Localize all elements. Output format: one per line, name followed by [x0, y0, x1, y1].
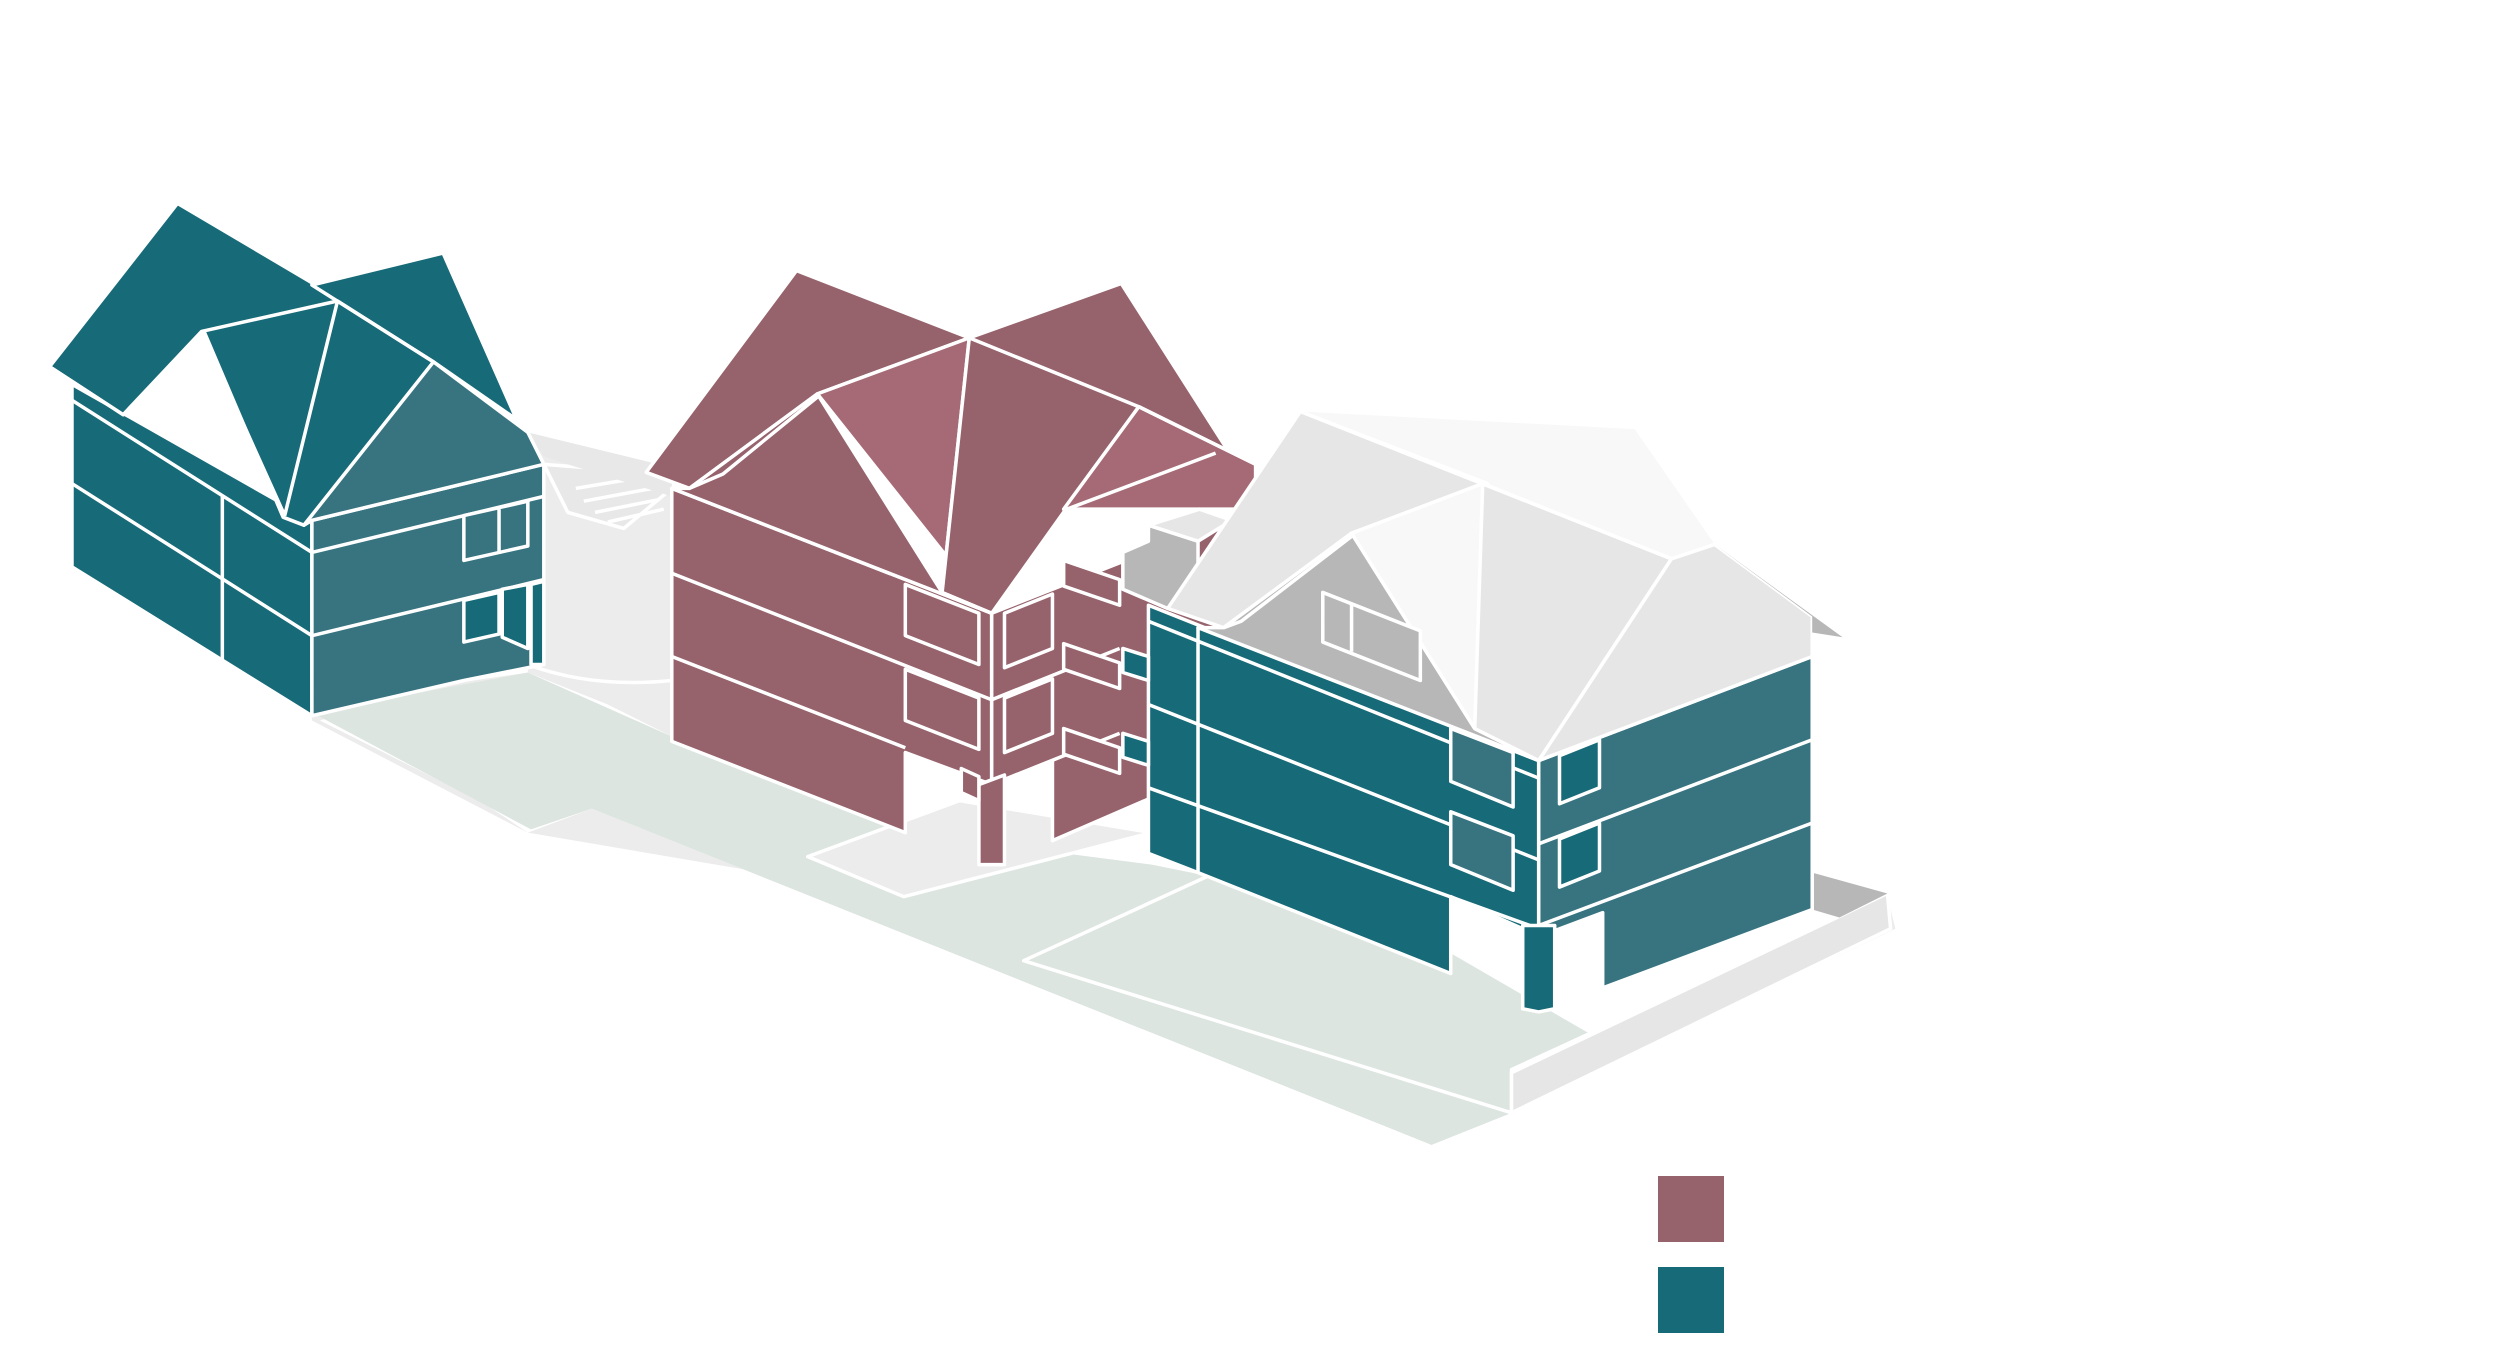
legend-item-new: [1658, 1267, 2058, 1333]
circular-terrace: [527, 662, 672, 685]
middle-window-1: [1002, 592, 1055, 670]
left-building-pilotis: [500, 582, 530, 651]
step-lines: [575, 475, 665, 524]
middle-balcony-3: [1061, 558, 1122, 608]
neighbour-ground-left: [527, 432, 672, 497]
right-box-1: [1121, 646, 1151, 683]
legend: [1658, 1176, 2058, 1358]
middle-balcony-1: [903, 582, 981, 667]
garden-wall-top: [1509, 891, 1893, 1115]
middle-pilotis: [977, 773, 1007, 867]
legend-item-existing: [1658, 1176, 2058, 1242]
left-building-recess: [462, 590, 501, 644]
right-box-2: [1121, 731, 1151, 768]
right-balcony-2: [1448, 810, 1515, 893]
right-building-roof-hip: [1536, 542, 1814, 763]
right-pilotis: [1520, 923, 1557, 1014]
legend-swatch-new: [1658, 1267, 1724, 1333]
middle-balcony-5: [1061, 726, 1122, 776]
middle-building: [644, 268, 1258, 867]
left-building-window-mid: [462, 499, 530, 563]
left-building-column: [529, 579, 546, 667]
legend-swatch-existing: [1658, 1176, 1724, 1242]
left-building: [47, 201, 546, 718]
middle-balcony-2: [903, 667, 981, 752]
right-window-1: [1557, 737, 1602, 806]
ground: [311, 432, 1896, 1145]
middle-column: [959, 766, 981, 803]
left-building-roof-right: [302, 360, 546, 527]
middle-window-2: [1002, 677, 1055, 755]
right-building: [1121, 409, 1843, 1014]
garden-wall-cap: [1812, 872, 1888, 918]
right-window-2: [1557, 821, 1602, 889]
right-building-eave: [1714, 544, 1843, 638]
middle-balcony-4: [1061, 641, 1122, 691]
right-balcony-1: [1448, 726, 1515, 809]
right-dormer-window: [1321, 590, 1423, 683]
right-building-roof-far: [1300, 411, 1715, 561]
